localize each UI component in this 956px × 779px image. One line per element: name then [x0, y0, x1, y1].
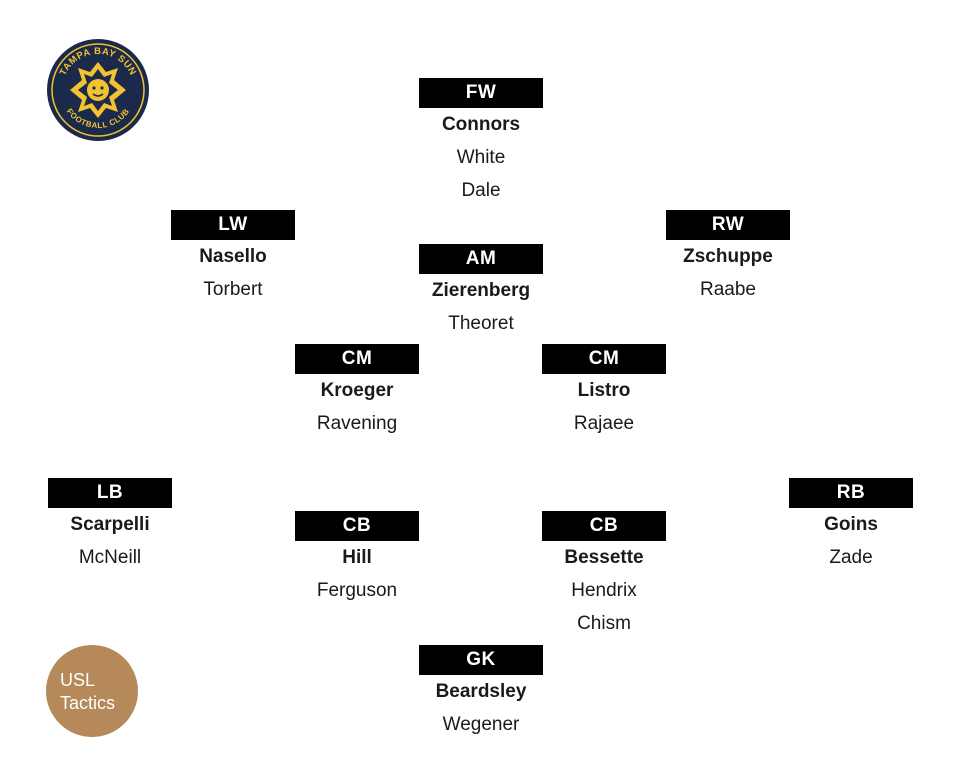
badge-line-2: Tactics: [60, 693, 116, 713]
player-name: Kroeger: [320, 380, 394, 401]
player-name: Scarpelli: [70, 514, 150, 535]
position-am: AM Zierenberg Theoret: [419, 244, 543, 340]
position-label: GK: [419, 645, 543, 675]
position-gk: GK Beardsley Wegener: [419, 645, 543, 741]
position-label: LB: [48, 478, 172, 508]
position-cm-right: CM Listro Rajaee: [542, 344, 666, 440]
position-label: CB: [295, 511, 419, 541]
player-name: Chism: [577, 613, 631, 634]
position-label: CM: [542, 344, 666, 374]
player-name: Bessette: [564, 547, 644, 568]
usl-tactics-badge: USL Tactics: [46, 645, 138, 737]
position-label: RB: [789, 478, 913, 508]
player-name: Ravening: [316, 413, 398, 434]
player-name: Rajaee: [573, 413, 635, 434]
badge-line-1: USL: [60, 670, 96, 690]
player-name: Nasello: [199, 246, 267, 267]
position-fw: FW Connors White Dale: [419, 78, 543, 207]
player-name: Torbert: [203, 279, 263, 300]
player-name: Dale: [461, 180, 501, 201]
position-lw: LW Nasello Torbert: [171, 210, 295, 306]
position-cb-right: CB Bessette Hendrix Chism: [542, 511, 666, 640]
player-name: Connors: [441, 114, 521, 135]
player-name: White: [456, 147, 506, 168]
player-name: Hill: [342, 547, 372, 568]
player-name: Beardsley: [435, 681, 527, 702]
position-label: CB: [542, 511, 666, 541]
player-name: Zade: [829, 547, 873, 568]
player-name: Wegener: [442, 714, 520, 735]
player-name: Theoret: [448, 313, 514, 334]
player-name: McNeill: [78, 547, 142, 568]
position-cm-left: CM Kroeger Ravening: [295, 344, 419, 440]
position-rw: RW Zschuppe Raabe: [666, 210, 790, 306]
player-name: Zierenberg: [431, 280, 531, 301]
player-name: Zschuppe: [683, 246, 773, 267]
player-name: Goins: [824, 514, 878, 535]
sun-emblem-icon: [70, 62, 126, 118]
position-lb: LB Scarpelli McNeill: [48, 478, 172, 574]
position-label: LW: [171, 210, 295, 240]
position-label: FW: [419, 78, 543, 108]
player-name: Ferguson: [316, 580, 398, 601]
player-name: Listro: [577, 380, 631, 401]
position-label: CM: [295, 344, 419, 374]
position-cb-left: CB Hill Ferguson: [295, 511, 419, 607]
position-rb: RB Goins Zade: [789, 478, 913, 574]
player-name: Hendrix: [571, 580, 637, 601]
tampa-bay-sun-logo: TAMPA BAY SUN FOOTBALL CLUB: [47, 39, 149, 141]
player-name: Raabe: [700, 279, 756, 300]
position-label: AM: [419, 244, 543, 274]
position-label: RW: [666, 210, 790, 240]
